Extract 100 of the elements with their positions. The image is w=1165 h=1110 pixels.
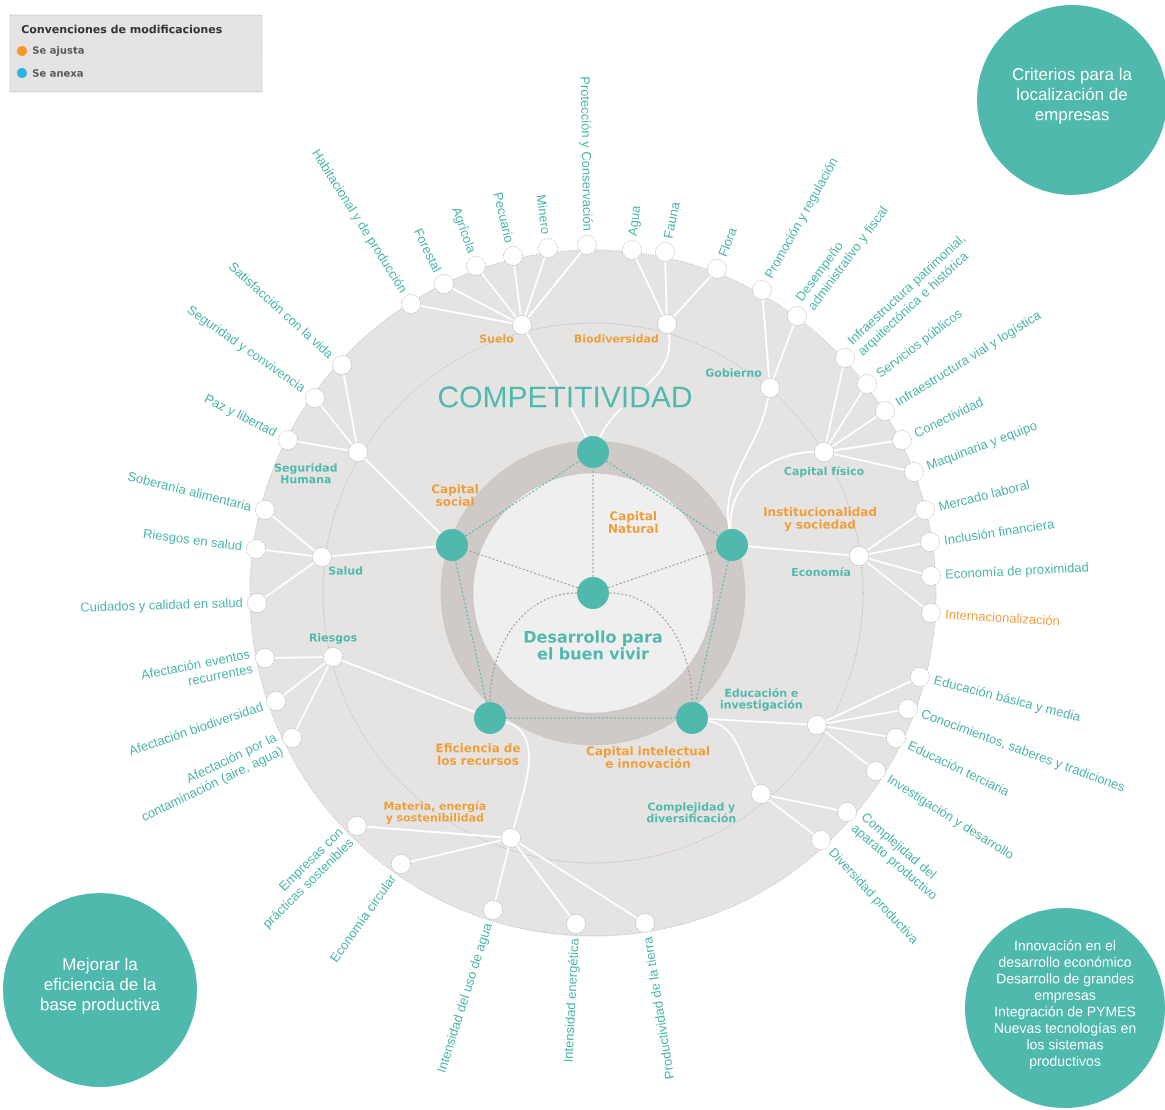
connector-line <box>747 545 851 557</box>
leaf-label: Economía de proximidad <box>946 562 1089 579</box>
category-label: Capital físico <box>784 466 864 478</box>
connector-line <box>342 373 358 444</box>
node-circle <box>401 294 421 314</box>
node-circle <box>915 500 935 520</box>
node-circle <box>657 314 677 334</box>
connector-line <box>518 842 638 919</box>
leaf-label: Cuidados y calidad en salud <box>80 597 243 613</box>
connector-line <box>832 440 894 452</box>
connector-line <box>865 561 925 608</box>
connector-line <box>707 719 757 787</box>
connector-line <box>769 795 839 811</box>
connector-line <box>454 560 488 703</box>
connector-line <box>867 543 922 555</box>
connector-line <box>264 561 315 599</box>
node-circle <box>538 238 558 258</box>
connector-line <box>295 664 330 731</box>
connector-line <box>867 557 923 575</box>
connector-line <box>489 592 578 703</box>
connector-line <box>823 730 870 766</box>
connector-line <box>772 324 795 380</box>
connector-line <box>608 592 693 703</box>
hub-dot <box>716 529 748 561</box>
leaf-label: Minero <box>536 195 549 234</box>
connector-line <box>726 396 770 530</box>
hub-dot <box>436 529 468 561</box>
legend-text: Se anexa <box>32 69 83 77</box>
node-circle <box>635 913 655 933</box>
node-circle <box>391 854 411 874</box>
heading-text: COMPETITIVIDAD <box>436 385 694 409</box>
node-circle <box>655 242 675 262</box>
node-circle <box>910 667 930 687</box>
connector-line <box>364 458 442 535</box>
category-label: Gobierno <box>705 368 762 377</box>
leaf-label: Agua <box>628 206 641 237</box>
leaf-label: Productividad de la tierra <box>645 936 675 1079</box>
connector-line <box>825 709 900 725</box>
leaf-label: Riesgos en salud <box>143 528 242 551</box>
connector-line <box>524 256 546 317</box>
node-circle <box>622 240 642 260</box>
node-circle <box>898 699 918 719</box>
connector-line <box>494 846 510 902</box>
node-circle <box>707 259 727 279</box>
pillar-label: Eficiencia de los recursos <box>436 743 520 765</box>
connector-line <box>296 440 350 452</box>
connector-line <box>729 451 815 530</box>
connector-line <box>320 404 353 446</box>
leaf-label: Inclusión financiera <box>944 521 1055 545</box>
node-circle <box>282 728 302 748</box>
node-circle <box>323 647 343 667</box>
node-circle <box>503 246 523 266</box>
node-circle <box>255 500 275 520</box>
node-circle <box>837 802 857 822</box>
node-circle <box>751 784 771 804</box>
node-circle <box>904 462 924 482</box>
node-circle <box>849 546 869 566</box>
leaf-label: Pecuario <box>493 192 513 243</box>
category-label: Materia, energía y sostenibilidad <box>384 801 486 824</box>
node-circle <box>807 715 827 735</box>
pillar-label: Capital social <box>431 484 478 506</box>
connector-line <box>330 545 437 557</box>
node-circle <box>332 355 352 375</box>
category-label: Riesgos <box>309 633 357 644</box>
connector-line <box>695 560 729 703</box>
category-label: Complejidad y diversificación <box>646 802 736 823</box>
connector-line <box>825 680 912 722</box>
node-circle <box>752 280 772 300</box>
connector-line <box>672 275 712 318</box>
category-label: Seguridad Humana <box>274 463 337 484</box>
category-label: Salud <box>329 566 363 575</box>
node-circle <box>246 539 266 559</box>
connector-line <box>341 659 476 714</box>
connector-line <box>366 825 503 839</box>
hub-dot <box>474 702 506 734</box>
connector-line <box>505 717 677 719</box>
connector-line <box>592 467 594 578</box>
node-circle <box>566 914 586 934</box>
connector-line <box>527 251 582 319</box>
connector-line <box>605 460 720 537</box>
connector-line <box>707 718 808 726</box>
node-circle <box>814 442 834 462</box>
node-circle <box>501 828 521 848</box>
connector-line <box>825 366 844 444</box>
connector-line <box>466 549 579 589</box>
connector-line <box>419 304 514 325</box>
category-label: Suelo <box>480 334 514 343</box>
connector-line <box>513 264 522 317</box>
node-circle <box>787 306 807 326</box>
pillar-label: Capital intelectual e innovación <box>586 746 709 768</box>
node-circle <box>921 566 941 586</box>
connector-line <box>635 258 664 316</box>
node-circle <box>921 603 941 623</box>
leaf-label: Flora <box>718 228 737 257</box>
connector-line <box>271 515 316 552</box>
node-circle <box>512 315 532 335</box>
node-circle <box>347 816 367 836</box>
leaf-label: Afectación eventos recurrentes <box>142 651 253 686</box>
hub-dot <box>577 436 609 468</box>
connector-line <box>761 298 771 380</box>
